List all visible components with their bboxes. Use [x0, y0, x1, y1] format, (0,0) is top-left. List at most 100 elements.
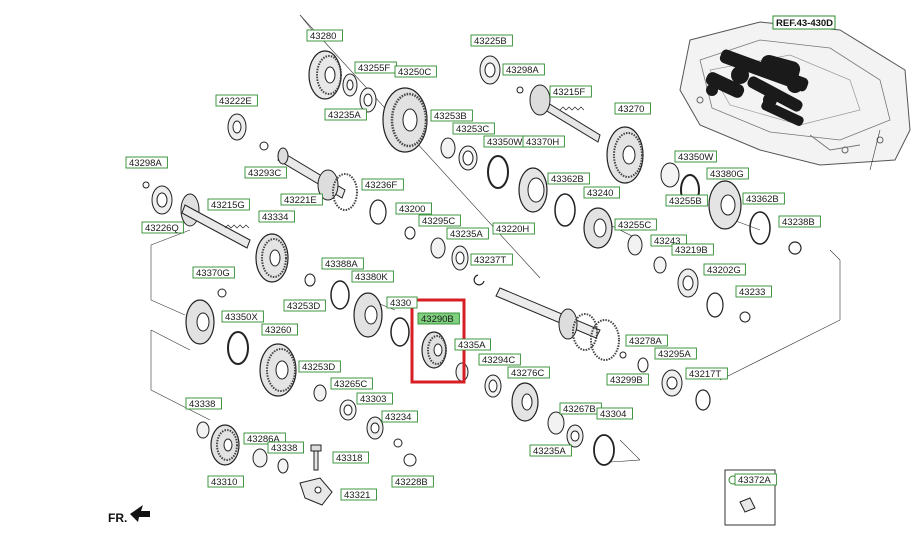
part-label-box-43380k — [351, 270, 394, 283]
ring-43362B-left — [554, 193, 576, 227]
washer-43253D-upper — [304, 273, 316, 287]
part-label-43321: 43321 — [344, 490, 370, 501]
gear-43267B — [547, 411, 565, 435]
part-label-box-43334 — [258, 210, 295, 223]
part-label-box-43295a — [654, 347, 697, 360]
part-label-4330: 4330 — [390, 298, 411, 309]
part-label-43220h: 43220H — [496, 224, 529, 235]
ring-43388A — [330, 280, 350, 310]
part-label-43233: 43233 — [739, 287, 765, 298]
part-label-43243: 43243 — [654, 236, 680, 247]
part-label-box-43338 — [267, 441, 304, 454]
bearing-43303 — [366, 416, 384, 440]
part-label-box-43260 — [261, 323, 298, 336]
part-label-box-43215g — [207, 198, 250, 211]
part-label-43338: 43338 — [271, 443, 297, 454]
part-label-43253b: 43253B — [434, 111, 467, 122]
part-label-box-43380g — [706, 167, 749, 180]
part-label-box-43225b — [470, 34, 513, 47]
bearing-43255B — [660, 162, 680, 188]
part-label-box-43304 — [596, 407, 633, 420]
ref-label: REF.43-430D — [776, 18, 833, 29]
bearing-43235A-lower — [566, 424, 584, 448]
part-label-43270: 43270 — [618, 104, 644, 115]
part-label-43265c: 43265C — [334, 379, 367, 390]
part-label-box-43235a — [529, 444, 572, 457]
part-label-box-43370h — [522, 135, 565, 148]
part-label-box-43338 — [185, 397, 222, 410]
sleeve-43253C — [458, 145, 478, 171]
part-label-box-43298a — [502, 63, 545, 76]
ring-43350W-left — [487, 155, 509, 189]
part-label-43228b: 43228B — [395, 477, 428, 488]
part-label-43294c: 43294C — [482, 355, 515, 366]
hub-43370G — [185, 299, 215, 345]
part-label-box-43388a — [321, 257, 364, 270]
ring-43228B — [403, 453, 417, 467]
bearing-43295A — [661, 369, 683, 397]
part-label-43276c: 43276C — [511, 368, 544, 379]
part-label-43222e: 43222E — [219, 96, 252, 107]
part-label-43380k: 43380K — [355, 272, 388, 283]
ref-label-box — [772, 15, 836, 30]
part-label-box-43253d — [283, 299, 326, 312]
gear-43380G — [708, 180, 742, 230]
part-label-43235a: 43235A — [533, 446, 566, 457]
part-label-43280: 43280 — [310, 31, 336, 42]
part-label-box-43310 — [207, 475, 244, 488]
sleeve-43265C — [339, 399, 357, 421]
gear-43260 — [259, 343, 297, 397]
part-label-43278a: 43278A — [629, 336, 662, 347]
part-label-box-43280 — [306, 29, 343, 42]
part-label-box-43295c — [418, 214, 461, 227]
part-label-box-43221e — [280, 193, 323, 206]
part-label-43215g: 43215G — [211, 200, 245, 211]
bearing-43235A-mid — [451, 245, 469, 271]
part-label-box-43226q — [141, 221, 184, 234]
part-label-43225b: 43225B — [474, 36, 507, 47]
washer-43278A — [619, 351, 627, 359]
part-label-box-43253d — [298, 360, 341, 373]
part-label-43370h: 43370H — [526, 137, 559, 148]
gear-43310 — [210, 424, 240, 466]
transaxle-housing-reference — [679, 21, 911, 166]
part-label-box-43250c — [394, 65, 437, 78]
part-label-43286a: 43286A — [247, 434, 280, 445]
part-label-4335a: 4335A — [458, 340, 486, 351]
part-label-box-43235a — [446, 227, 489, 240]
bearing-43338-right — [277, 458, 289, 474]
part-label-43318: 43318 — [336, 453, 362, 464]
clip-43237T — [473, 274, 485, 286]
part-label-box-43255c — [614, 218, 657, 231]
part-label-43380g: 43380G — [710, 169, 744, 180]
part-label-43304: 43304 — [600, 409, 626, 420]
sleeve-43294C — [484, 374, 502, 398]
part-label-box-43243 — [650, 234, 687, 247]
part-label-box-43228b — [391, 475, 434, 488]
part-label-box-43220h — [492, 222, 535, 235]
part-label-box-43270 — [614, 102, 651, 115]
gear-43290B — [421, 331, 447, 369]
hub-43380K — [353, 292, 383, 338]
part-label-box-43293c — [244, 166, 287, 179]
part-label-43215f: 43215F — [553, 87, 585, 98]
gear-43250C — [382, 87, 428, 153]
bearing-4335A — [455, 362, 469, 382]
gear-43276C — [511, 382, 539, 422]
bearing-43225B — [479, 55, 501, 85]
part-label-43290b: 43290B — [421, 314, 454, 325]
washer-43298A-left — [142, 181, 150, 189]
part-label-43219b: 43219B — [675, 245, 708, 256]
part-label-43250c: 43250C — [398, 67, 431, 78]
part-label-box-43200 — [395, 202, 432, 215]
part-label-43372a: 43372A — [738, 475, 771, 486]
part-label-43255c: 43255C — [618, 220, 651, 231]
bearing-43255C — [627, 234, 643, 256]
ring-43236F — [369, 199, 387, 225]
shaft-43221E — [277, 147, 358, 211]
part-label-43236f: 43236F — [365, 180, 397, 191]
ring-43202G — [706, 292, 724, 318]
part-label-box-43299b — [606, 373, 649, 386]
